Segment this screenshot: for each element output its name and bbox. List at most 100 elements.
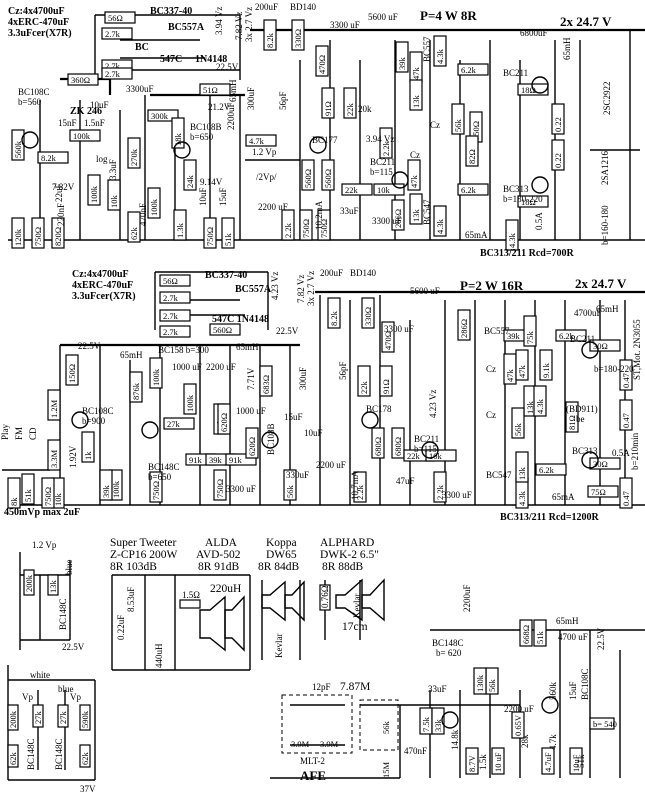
- amp1-resistor-value: 2.7k: [105, 69, 121, 79]
- amp2-resistor-value: 8k: [9, 497, 19, 506]
- amp1-label-bc337: BC337-40: [150, 6, 192, 17]
- afe-resistor-value: 56k: [487, 679, 497, 693]
- amp2-label-bd140: BD140: [350, 268, 377, 278]
- amp1-label-2200uf-b: 2200 uF: [258, 202, 288, 212]
- ref2-res-590k: [79, 704, 91, 731]
- amp1-resistor: [67, 73, 99, 86]
- amp1-resistor: [321, 159, 335, 191]
- amp1-resistor-value: 560Ω: [303, 169, 313, 188]
- amp2-resistor: [47, 389, 61, 421]
- amp2-resistor-value: 22k: [359, 381, 369, 395]
- amp1-resistor: [301, 159, 315, 191]
- amp2-resistor: [539, 349, 553, 381]
- amp2-label-bd911: (BD911): [566, 404, 598, 414]
- amp1-resistor: [409, 193, 423, 225]
- amp2-label-bc313: BC313: [572, 446, 598, 456]
- amp2-transistor-6: [581, 341, 599, 359]
- amp2-resistor-value: 2.7k: [163, 327, 179, 337]
- amp2-resistor-value: 286Ω: [459, 319, 469, 338]
- amplifier-1: Cz:4x4700uF 4xERC-470uF 3.3uFcer(X7R) P=…: [8, 2, 645, 259]
- amp1-label-b650: b=650: [190, 132, 214, 142]
- amplifier-2: Cz:4x4700uF 4xERC-470uF 3.3uFcer(X7R) P=…: [0, 268, 645, 523]
- amp2-label-b115: b=115: [414, 444, 437, 454]
- amp1-transistor-4: [391, 171, 409, 189]
- amp1-label-05a: 0.5A: [534, 212, 544, 230]
- afe-resistor: [519, 619, 533, 647]
- amp1-resistor-value: 4.3k: [435, 48, 445, 64]
- amp1-resistor: [517, 195, 549, 208]
- amp2-supply-rail: 2x 24.7 V: [575, 276, 627, 291]
- amp1-label-15nf: 15nF: [58, 118, 77, 128]
- alda-driver-icon-2: [224, 595, 245, 652]
- amp2-resistor: [65, 354, 79, 386]
- amp1-resistor-value: 62k: [129, 227, 139, 241]
- amp2-resistor: [47, 439, 61, 471]
- speaker-label-076: 0.76Ω: [320, 585, 330, 608]
- amp2-label-65mh-a: 65mH: [120, 350, 143, 360]
- amp1-voltage-3: 3x 2.7 Vz: [244, 7, 254, 42]
- amp1-label-1_5nf: 1.5nF: [84, 118, 105, 128]
- amp2-label-5600uf: 5600 uF: [410, 286, 440, 296]
- ref2-label-vp-b: Vp: [70, 692, 81, 702]
- amp2-resistor-value: 91Ω: [381, 379, 391, 394]
- amp2-input-play: Play: [0, 423, 10, 440]
- amp2-resistor-value: 91k: [189, 455, 203, 465]
- ref2-label-200k: 200k: [8, 710, 18, 728]
- amp1-resistor: [321, 87, 335, 119]
- amp1-resistor-value: 2.2k: [283, 222, 293, 238]
- amp2-voltage-5: 22.5V: [78, 341, 101, 351]
- amp2-resistor: [357, 365, 371, 397]
- amp2-label-330uf: 330uF: [286, 470, 309, 480]
- afe-label-33uf: 33uF: [428, 684, 447, 694]
- amp1-resistor: [127, 211, 141, 243]
- afe-label-65mh: 65mH: [556, 616, 579, 626]
- amp2-resistor: [159, 309, 191, 322]
- amp1-label-2sc2922: 2SC2922: [602, 81, 612, 115]
- amp1-voltage-10: 3.94 Vz: [366, 134, 394, 144]
- amp2-resistor-value: 56k: [285, 485, 295, 499]
- amp2-label-3300uf-a: 3300 uF: [384, 324, 414, 334]
- ref2-label-37v: 37V: [80, 784, 96, 794]
- amp1-resistor: [551, 103, 565, 135]
- amp2-resistor: [41, 477, 55, 509]
- amp2-resistor-value: 470Ω: [383, 331, 393, 350]
- amp2-resistor: [515, 451, 529, 483]
- afe-label-8_7v: 14.8k: [450, 729, 460, 750]
- speaker-label-15ohm: 1.5Ω: [182, 590, 200, 600]
- afe-resistor-value: 51k: [535, 631, 545, 645]
- amp2-label-bc158: BC158 b=300: [158, 345, 209, 355]
- ref1-label-200k: 200k: [24, 574, 34, 592]
- amp1-label-3300uf-c: 3300 uF: [372, 216, 402, 226]
- amp2-resistor-value: 6.2k: [559, 331, 575, 341]
- amp1-label-300uf: 300uF: [246, 87, 256, 110]
- amp1-label-bc557a: BC557A: [168, 22, 205, 33]
- amp2-resistor-value: 51k: [23, 489, 33, 503]
- amp1-resistor: [183, 159, 197, 191]
- speaker-label-17cm: 17cm: [342, 621, 368, 633]
- speaker-label-853uf: 8.53uF: [126, 587, 136, 612]
- amp1-resistor-value: 560k: [13, 140, 23, 158]
- afe-label-bc108c: 15uF: [568, 681, 578, 700]
- amp2-resistor-value: 81Ω: [567, 415, 577, 430]
- amp1-label-65mh-a: 65mH: [228, 79, 238, 102]
- amp2-resistor: [379, 365, 393, 397]
- amp1-resistor-value: 360Ω: [71, 75, 90, 85]
- koppa-title: Koppa: [266, 537, 297, 549]
- amp1-resistor-value: 13k: [411, 209, 421, 223]
- amp2-label-bc211: BC211: [414, 434, 439, 444]
- amp2-resistor: [149, 471, 163, 503]
- amp2-label-bc148c: BC148C: [148, 462, 180, 472]
- amp2-resistor-value: 75Ω: [591, 487, 606, 497]
- amp2-resistor-value: 2.7k: [163, 293, 179, 303]
- amp1-resistor-value: 18Ω: [521, 85, 536, 95]
- amp1-resistor-value: 18k: [173, 133, 183, 147]
- amp2-resistor-value: 6.2k: [539, 465, 555, 475]
- amp2-label-bc211b: BC211: [570, 334, 595, 344]
- amp2-resistor-value: 100k: [111, 480, 121, 498]
- amp1-resistor: [127, 137, 141, 169]
- alphard-driver-icon: [335, 578, 363, 622]
- amp1-transistor-1: [21, 131, 39, 149]
- afe-label-10uf-b: 51k: [576, 754, 586, 768]
- ref2-label-62k-b: 62k: [80, 752, 90, 766]
